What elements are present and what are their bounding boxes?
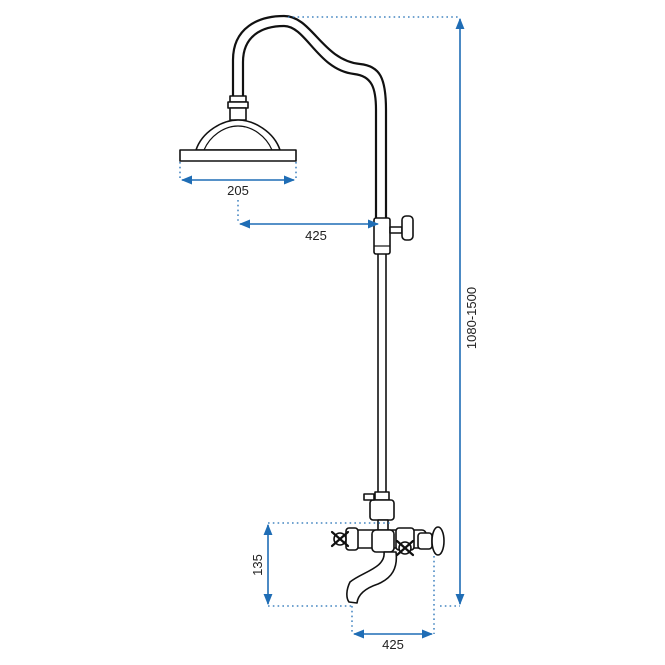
riser-pipe — [377, 251, 387, 499]
bath-spout — [346, 551, 398, 604]
left-cross-handle-icon — [330, 527, 359, 551]
shower-column — [179, 14, 445, 604]
head-width-label: 205 — [227, 183, 249, 198]
shower-head — [179, 95, 297, 162]
dimension-total-height: 1080-1500 — [288, 16, 479, 607]
height-range-label: 1080-1500 — [464, 287, 479, 349]
bath-mixer — [330, 519, 445, 604]
dimension-arm-reach: 425 — [237, 200, 380, 243]
dimension-mixer-height: 135 — [250, 522, 392, 607]
mixer-height-label: 135 — [250, 554, 265, 576]
right-cross-handle-icon — [395, 527, 415, 557]
arm-reach-label: 425 — [305, 228, 327, 243]
dimension-head-width: 205 — [179, 162, 297, 198]
gooseneck-arm — [231, 14, 388, 254]
diverter — [363, 491, 395, 521]
height-adjust-clamp — [373, 215, 414, 255]
spout-reach-label: 425 — [382, 637, 404, 652]
dimension-spout-reach: 425 — [351, 556, 435, 652]
clamp-knob-icon — [401, 215, 414, 241]
